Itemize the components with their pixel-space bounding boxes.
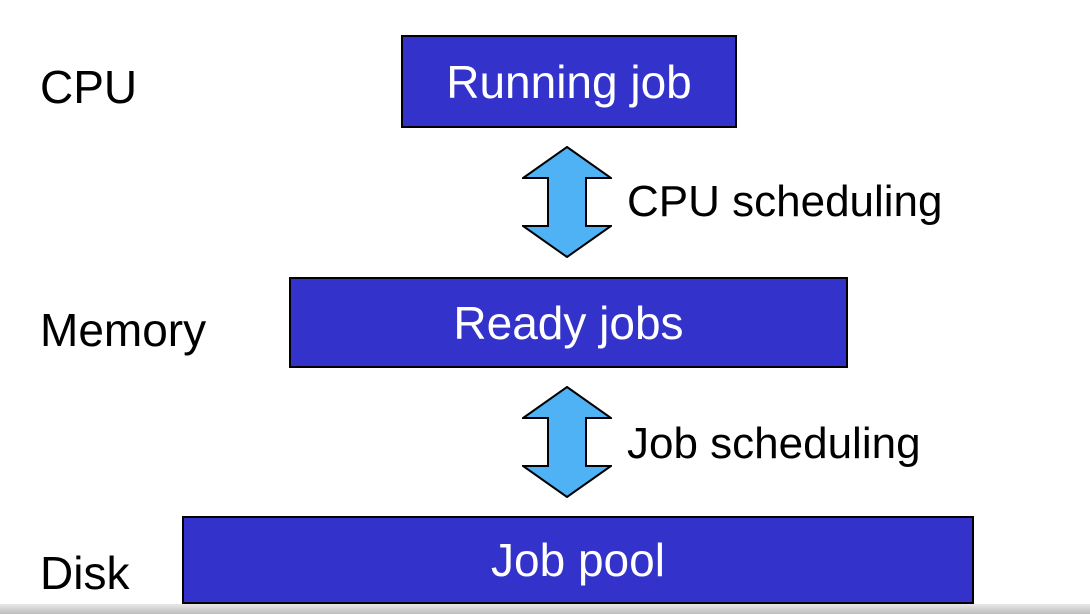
cpu-label: CPU [40,61,138,113]
disk-label: Disk [40,547,130,599]
job-scheduling-label: Job scheduling [627,419,921,468]
job-scheduling-arrow [522,386,612,498]
double-arrow-icon [522,386,612,498]
cpu-scheduling-arrow [522,146,612,258]
job-pool-box: Job pool [182,516,974,604]
bottom-divider [0,604,1090,614]
double-arrow-icon [522,146,612,258]
running-job-box: Running job [401,35,737,128]
ready-jobs-box: Ready jobs [289,277,848,368]
cpu-scheduling-label: CPU scheduling [627,177,943,226]
memory-label: Memory [40,304,207,356]
